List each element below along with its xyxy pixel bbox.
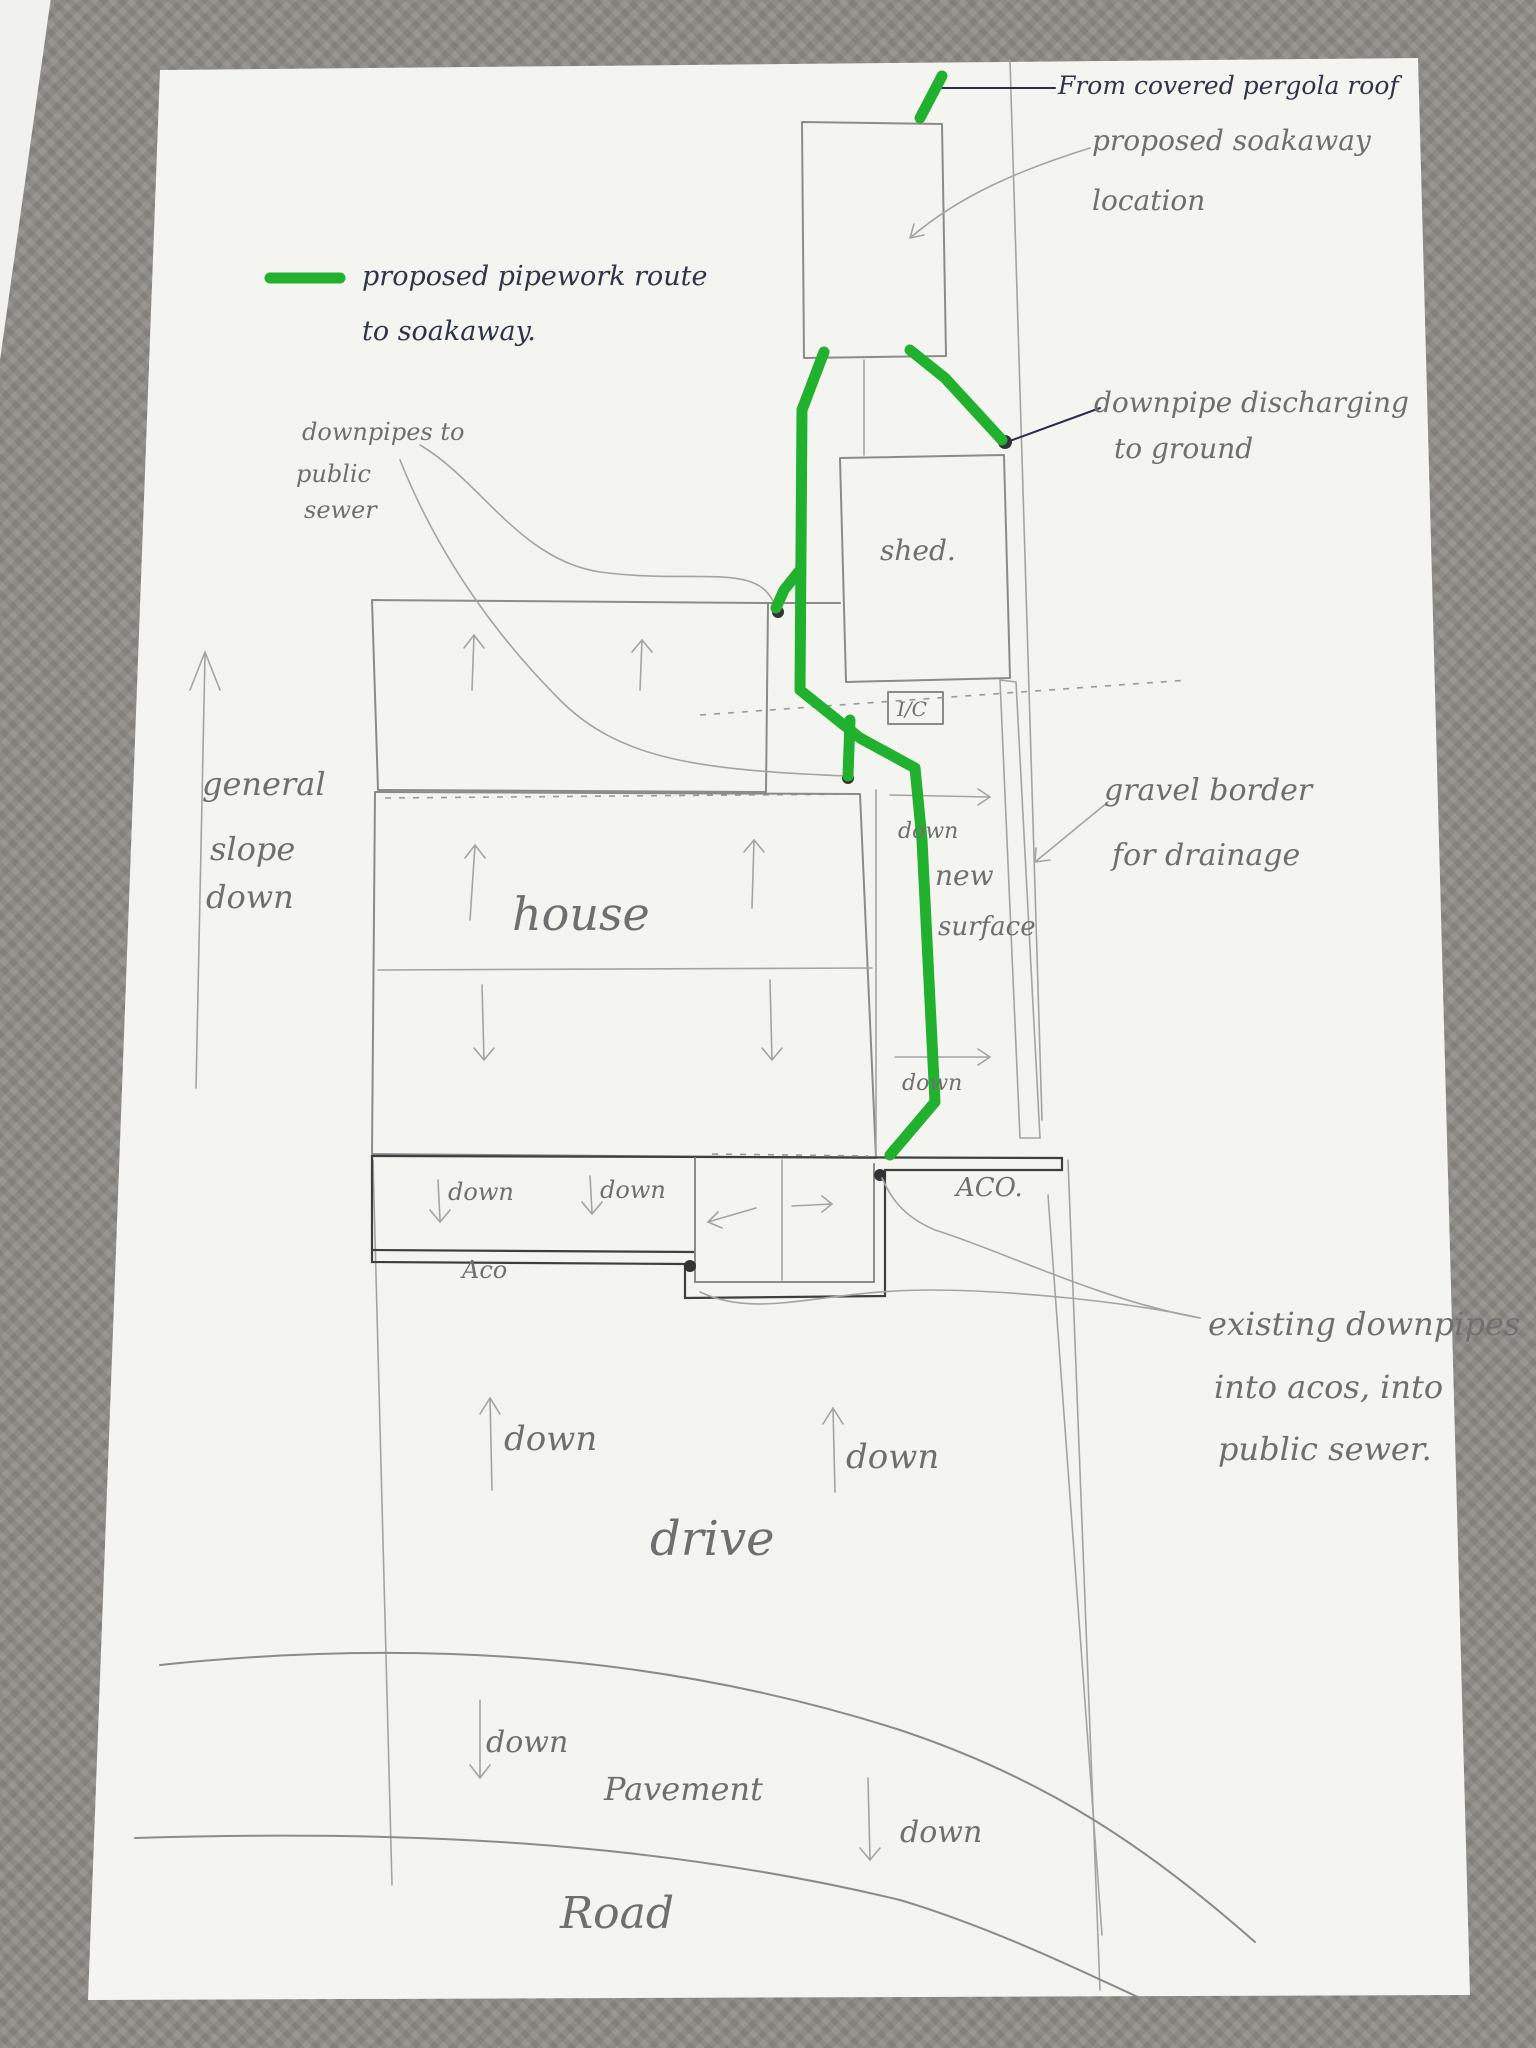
aco-channel-outline [370,1154,1064,1300]
gravel-leader [1034,801,1109,863]
existing-leader-1 [699,1289,1201,1319]
house-ridge-line [377,967,873,971]
label-aco-left: Aco [460,1256,507,1284]
pavement-edge-bottom [134,1834,1141,1999]
label-slope-2: slope [210,830,295,868]
pipe-side-branch [842,714,856,782]
label-down-pavement-1: down [486,1725,568,1760]
label-drive: drive [650,1511,775,1567]
aco-channel-left [370,1248,697,1254]
sewer-leader-2 [399,459,849,777]
soakaway-box [801,121,947,359]
label-down-side-1: down [898,819,958,844]
label-down-front-2: down [600,1176,666,1204]
soakaway-leader [909,147,1091,239]
label-house: house [512,887,650,941]
label-down-drive-2: down [846,1437,939,1477]
side-arrow-1 [889,788,992,806]
label-down-drive-1: down [504,1419,597,1459]
downpipe-marker-porch [684,1260,696,1272]
downpipe-ground-leader [1006,407,1101,443]
legend-line-1: proposed pipework route [362,261,707,292]
roof-arrow-down-1 [473,984,495,1062]
label-downpipes-sewer-3: sewer [304,496,378,524]
label-road: Road [559,1888,674,1939]
label-existing-2: into acos, into [1214,1368,1443,1406]
slope-arrow [189,649,221,1089]
label-aco-right: ACO. [954,1173,1023,1203]
label-downpipes-sewer-2: public [296,460,371,488]
downpipe-marker-front-right [874,1169,886,1181]
sewer-leader-1 [419,444,777,609]
legend-line-2: to soakaway. [362,316,536,347]
porch-arrow-left [706,1207,757,1229]
drive-arrow-up-1 [479,1396,501,1491]
label-downpipe-ground-1: downpipe discharging [1094,386,1409,419]
label-existing-1: existing downpipes [1208,1305,1520,1343]
roof-arrow-down-2 [761,979,783,1062]
label-existing-3: public sewer. [1218,1430,1432,1468]
label-soakaway-1: proposed soakaway [1092,124,1372,157]
pavement-arrow-down-1 [469,1699,491,1780]
front-arrow-down-1 [429,1179,451,1224]
label-down-side-2: down [902,1071,962,1096]
soakaway-leader-arrowhead [909,223,925,239]
drive-arrow-up-2 [822,1406,844,1493]
house-rear-extension [371,599,769,793]
boundary-dashed [699,679,1189,716]
paper-sheet [88,58,1470,2000]
boundary-left-drive [372,1159,393,1886]
shed-outline [839,454,1011,683]
label-soakaway-2: location [1092,184,1205,217]
boundary-right-drive [1047,1194,1103,1936]
label-slope-3: down [206,878,294,916]
existing-leader-2 [881,1177,1201,1319]
label-shed: shed. [880,534,956,567]
porch-arrow-right [791,1195,834,1213]
label-gravel-2: for drainage [1110,838,1300,873]
pipe-pergola-inlet [914,70,948,124]
label-slope-1: general [202,765,326,803]
ic-box [887,691,944,725]
side-arrow-2 [894,1048,992,1066]
front-arrow-down-2 [581,1175,603,1216]
pipe-rear-branch [770,564,806,614]
roof-arrow-up-1 [463,633,485,691]
label-downpipes-sewer-1: downpipes to [302,418,464,446]
label-pavement: Pavement [603,1770,763,1808]
label-new-2: surface [938,912,1036,942]
label-from-pergola: From covered pergola roof [1057,71,1402,100]
label-down-front-1: down [448,1178,514,1206]
house-rear-dashed [384,793,859,799]
pipe-main-route [794,346,941,1161]
label-down-pavement-2: down [900,1815,982,1850]
roof-arrow-up-4 [743,838,765,909]
pavement-edge-top [159,1651,1256,1943]
roof-arrow-up-3 [464,843,486,921]
label-gravel-1: gravel border [1104,773,1314,808]
porch-dashed [711,1153,869,1157]
label-ic: I/C [896,697,927,721]
label-downpipe-ground-2: to ground [1114,432,1253,465]
pavement-arrow-down-2 [859,1777,881,1862]
roof-arrow-up-2 [631,638,653,691]
label-new-1: new [935,859,994,892]
boundary-right-upper [1009,59,1043,1121]
gravel-border-strip [999,679,1041,1139]
pipe-shed-downpipe [904,344,1008,446]
